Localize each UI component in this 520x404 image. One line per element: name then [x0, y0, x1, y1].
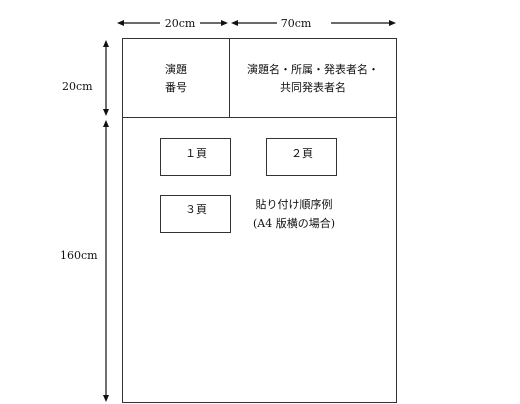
page-box-outline	[160, 195, 231, 233]
number-cell-line-1: 演題	[165, 62, 187, 76]
arrangement-example-note: 貼り付け順序例 (A4 版横の場合)	[253, 197, 335, 230]
title-cell-line-1: 演題名・所属・発表者名・	[247, 62, 379, 76]
dimension-label-20cm-width: 20cm	[165, 17, 196, 30]
number-cell-line-2: 番号	[165, 81, 187, 94]
page-box-1: １頁	[160, 138, 231, 176]
header-title-cell: 演題名・所属・発表者名・ 共同発表者名	[247, 62, 379, 94]
arrow-head-left	[231, 20, 238, 26]
page-box-label: ２頁	[291, 147, 313, 160]
dimension-label-160cm-height: 160cm	[60, 249, 98, 262]
note-line-2: (A4 版横の場合)	[253, 216, 335, 230]
dimension-top-left-width: 20cm	[117, 17, 228, 30]
page-box-label: １頁	[185, 147, 207, 160]
arrow-head-right	[221, 20, 228, 26]
arrow-head-up	[103, 40, 109, 47]
page-box-outline	[160, 138, 231, 176]
page-box-label: ３頁	[185, 203, 207, 216]
arrow-head-up	[103, 120, 109, 127]
page-box-3: ３頁	[160, 195, 231, 233]
dimension-label-70cm-width: 70cm	[281, 17, 312, 30]
note-line-1: 貼り付け順序例	[256, 197, 333, 211]
dimension-top-right-width: 70cm	[231, 17, 396, 30]
arrow-head-right	[389, 20, 396, 26]
page-box-2: ２頁	[266, 138, 337, 176]
arrow-head-down	[103, 109, 109, 116]
dimension-body-height: 160cm	[60, 120, 109, 402]
poster-outline	[122, 38, 397, 403]
dimension-header-height: 20cm	[62, 40, 109, 116]
arrow-head-down	[103, 395, 109, 402]
title-cell-line-2: 共同発表者名	[280, 80, 346, 94]
page-box-outline	[266, 138, 337, 176]
dimension-label-20cm-height: 20cm	[62, 80, 93, 93]
header-number-cell: 演題 番号	[165, 62, 187, 94]
poster-frame	[122, 38, 397, 403]
arrow-head-left	[117, 20, 124, 26]
